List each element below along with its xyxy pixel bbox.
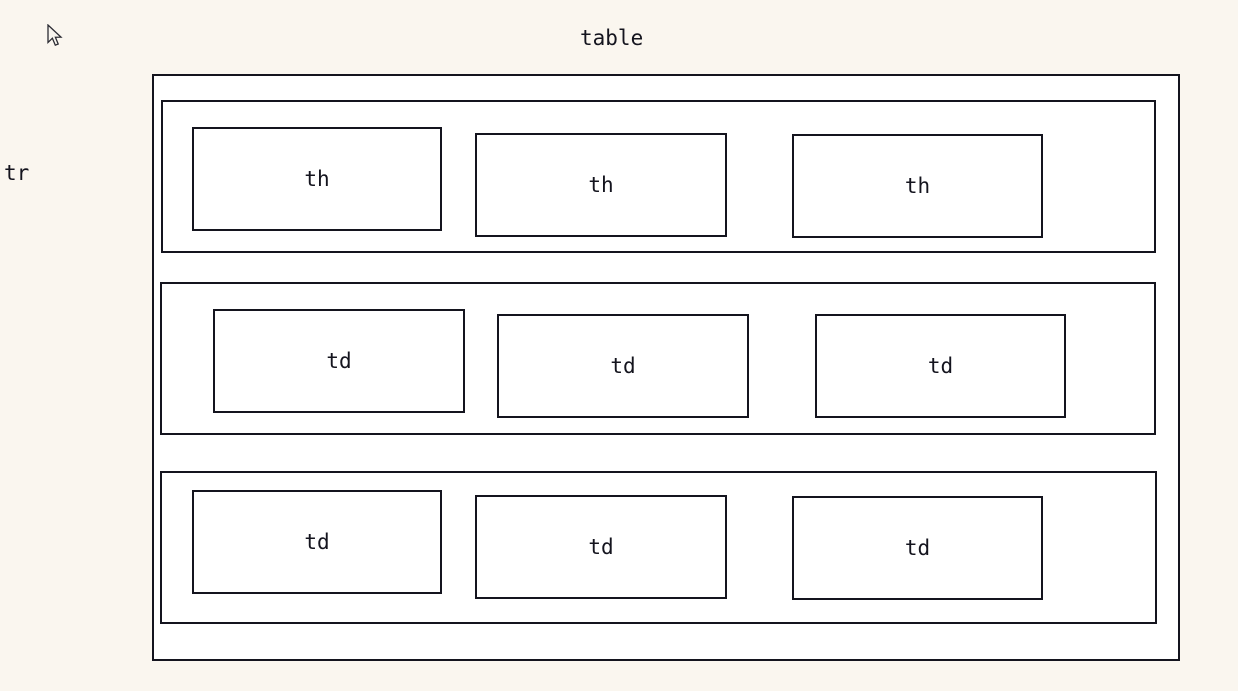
table-cell-td: td	[213, 309, 465, 413]
table-cell-th: th	[475, 133, 727, 237]
arrow-pointer-icon	[47, 24, 63, 47]
table-cell-td: td	[792, 496, 1043, 600]
table-label: table	[580, 26, 644, 50]
cell-label: td	[927, 354, 954, 378]
table-cell-td: td	[192, 490, 442, 594]
table-cell-td: td	[497, 314, 749, 418]
cell-label: td	[304, 530, 330, 554]
cell-label: th	[904, 174, 931, 198]
cell-label: th	[588, 173, 614, 197]
table-cell-td: td	[475, 495, 727, 599]
cell-label: th	[304, 167, 330, 191]
table-cell-td: td	[815, 314, 1066, 418]
table-cell-th: th	[192, 127, 442, 231]
cell-label: td	[588, 535, 614, 559]
table-cell-th: th	[792, 134, 1043, 238]
cell-label: td	[904, 536, 931, 560]
cell-label: td	[326, 349, 352, 373]
tr-label: tr	[4, 161, 30, 185]
cell-label: td	[610, 354, 636, 378]
